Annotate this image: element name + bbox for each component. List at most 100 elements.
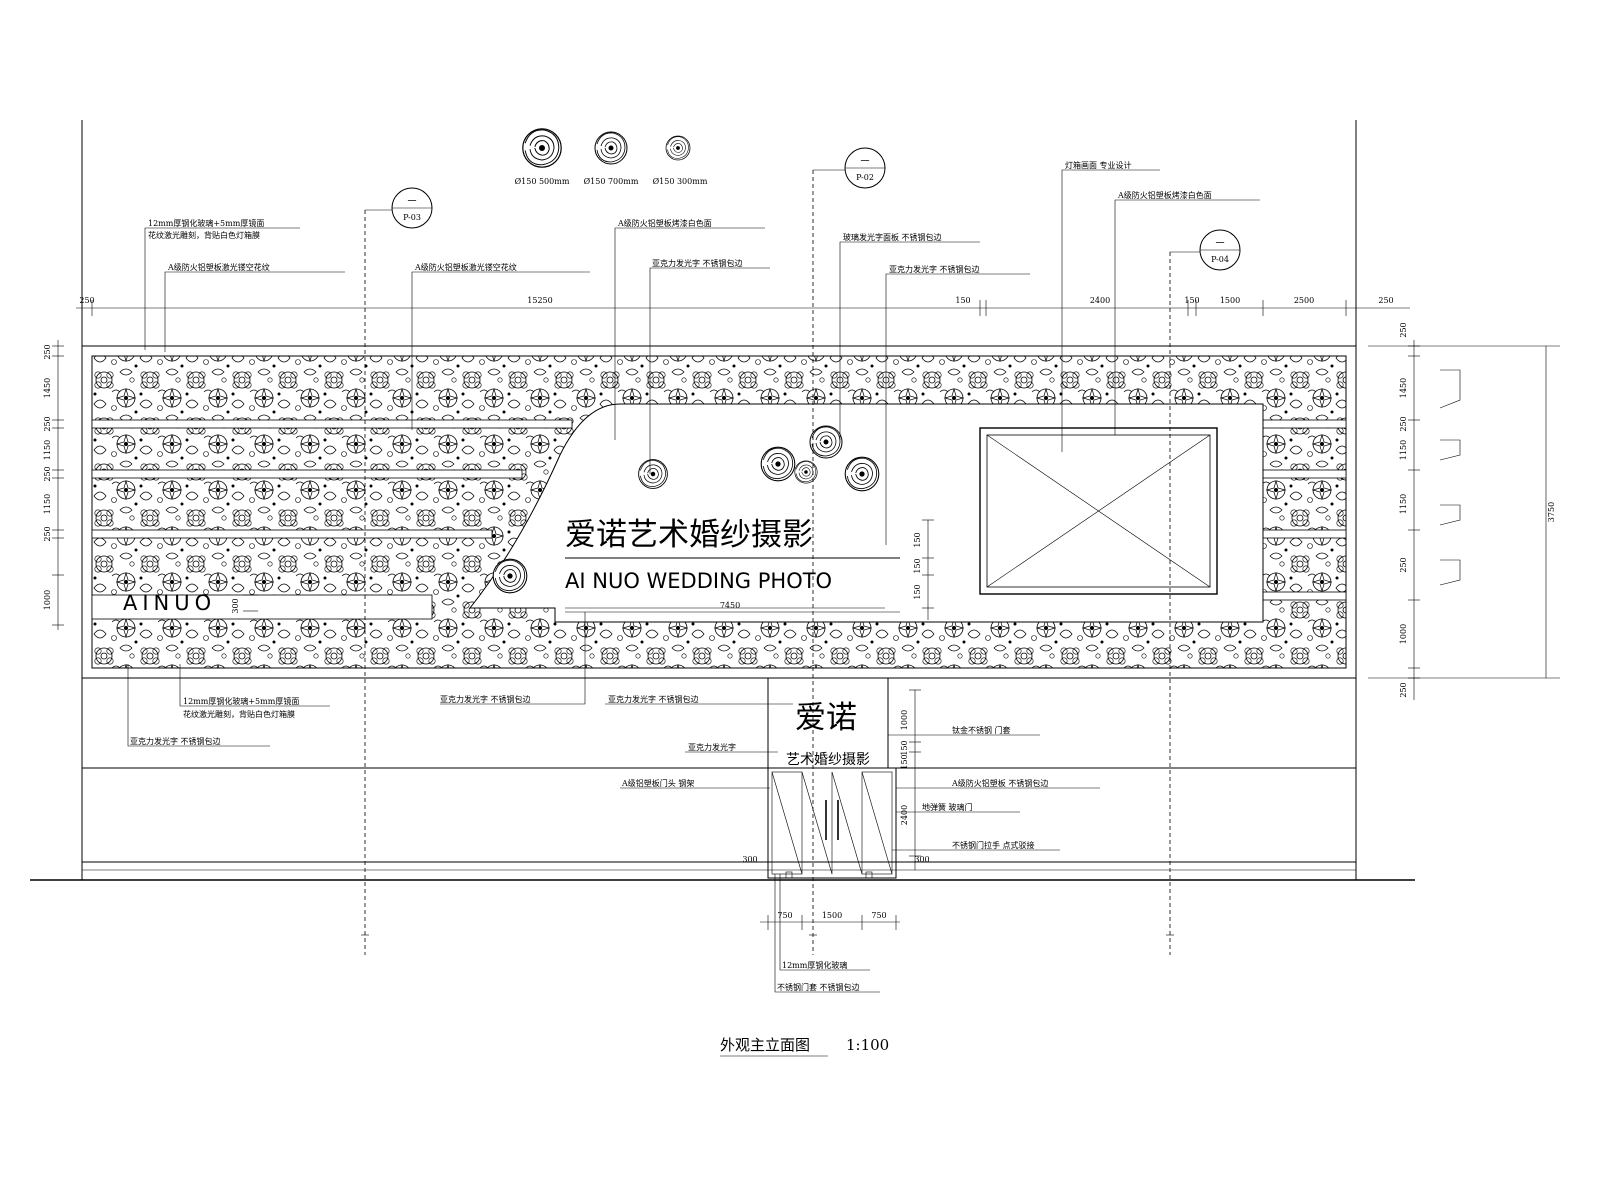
chinese-title: 爱诺艺术婚纱摄影 [565,517,813,553]
rose-icon [638,459,668,489]
flower-legend: Ø150 500mm Ø150 700mm Ø150 300mm [515,128,708,186]
right-dimension-chain: 3750 250 1450 250 1150 1150 250 1000 250 [1368,322,1560,700]
section-markers: 一 P-03 一 P-02 一 P-04 [361,147,1241,955]
rose-icon [760,446,796,482]
dimension-label: 1150 [1399,440,1408,460]
dimension-label: 15250 [527,296,552,305]
door-subtitle: 艺术婚纱摄影 [786,752,870,768]
bottom-dimension-chain: 750 1500 750 [760,911,900,930]
legend-label: Ø150 300mm [653,177,708,186]
dimension-label: 300 [231,598,240,613]
callout-text: 亚克力发光字 不锈钢包边 [652,258,743,268]
main-sign-text: 爱诺艺术婚纱摄影 AI NUO WEDDING PHOTO AINUO [123,517,900,615]
dimension-label: 3750 [1547,502,1556,522]
callout-text: A级防火铝塑板激光镂空花纹 [167,262,270,272]
dimension-label: 150 [955,296,970,305]
dimension-label: 250 [43,526,52,541]
door-brand: 爱诺 [795,700,857,736]
section-marker-number: 一 [1215,239,1224,249]
callout-leaders: 12mm厚钢化玻璃+5mm厚镜面 花纹激光雕刻，背贴白色灯箱膜 A级防火铝塑板激… [127,160,1260,993]
dimension-label: 750 [777,911,792,920]
callout-text: 花纹激光雕刻，背贴白色灯箱膜 [148,230,260,240]
callout-text: A级防火铝塑板 不锈钢包边 [951,778,1048,788]
callout-text: 花纹激光雕刻，背贴白色灯箱膜 [183,709,295,719]
dimension-label: 250 [1399,322,1408,337]
callout-text: 钛金不锈钢 门套 [952,725,1011,735]
dimension-label: 1450 [43,378,52,398]
dimension-label: 250 [1378,296,1393,305]
section-marker-number: 一 [407,197,416,207]
section-marker-sheet: P-03 [403,213,421,222]
dimension-label: 150 [913,584,922,599]
callout-text: 玻璃发光字面板 不锈钢包边 [843,232,942,242]
callout-text: A级防火铝塑板激光镂空花纹 [414,262,517,272]
callout-text: 不锈钢门套 不锈钢包边 [777,982,860,992]
dimension-label: 150 [900,740,909,755]
section-marker-number: 一 [860,157,869,167]
dimension-label: 150 [913,532,922,547]
rose-icon [794,460,818,484]
callout-text: 亚克力发光字 不锈钢包边 [440,694,531,704]
dimension-label: 1500 [1220,296,1240,305]
left-dimension-chain: 250 1450 250 1150 250 1150 250 1000 [43,340,64,630]
rose-icon [665,135,691,161]
dimension-label: 250 [43,416,52,431]
rose-icon [809,425,843,459]
door-dimensions: 1000 150 150 2400 300 300 [742,689,930,870]
dimension-label: 1000 [43,590,52,610]
legend-label: Ø150 500mm [515,177,570,186]
dimension-label: 150 [900,754,909,769]
section-marker-sheet: P-04 [1211,255,1229,264]
dimension-label: 1450 [1399,378,1408,398]
dimension-label: 250 [43,466,52,481]
dimension-label: 750 [871,911,886,920]
dimension-label: 1150 [43,494,52,514]
dimension-label: 300 [914,855,929,864]
top-dimension-chain: 250 15250 150 2400 150 1500 2500 250 [76,296,1410,316]
dimension-label: 1150 [43,440,52,460]
rose-icon [844,456,880,492]
dimension-label: 2500 [1294,296,1314,305]
sign-text-dimensions: 150 150 150 7450 300 [231,519,934,620]
dimension-label: 7450 [720,601,740,610]
dimension-label: 2400 [1090,296,1110,305]
callout-text: 亚克力发光字 不锈钢包边 [130,736,221,746]
dimension-label: 250 [79,296,94,305]
drawing-caption: 外观主立面图 1:100 [720,1036,889,1057]
dimension-label: 150 [913,558,922,573]
building-outline [30,120,1415,881]
callout-text: 灯箱画面 专业设计 [1065,160,1132,170]
entrance-door: 爱诺 艺术婚纱摄影 [767,678,897,879]
rose-icon [492,558,528,594]
dimension-label: 250 [1399,557,1408,572]
dimension-label: 300 [742,855,757,864]
rose-icon [594,131,628,165]
side-brand: AINUO [123,591,216,615]
caption-scale: 1:100 [846,1036,889,1054]
callout-text: 地弹簧 玻璃门 [922,802,973,812]
dimension-label: 150 [1184,296,1199,305]
callout-text: 12mm厚钢化玻璃 [782,960,847,970]
rose-icon [522,128,562,168]
callout-text: 亚克力发光字 不锈钢包边 [889,264,980,274]
dimension-label: 250 [1399,416,1408,431]
dimension-label: 2400 [900,805,909,825]
callout-text: 不锈钢门拉手 点式驳接 [952,840,1035,850]
caption-title: 外观主立面图 [720,1036,810,1054]
section-marker-sheet: P-02 [856,173,874,182]
callout-text: A级防火铝塑板烤漆白色面 [617,218,712,228]
dimension-label: 250 [43,344,52,359]
callout-text: A级铝塑板门头 钢架 [621,778,694,788]
dimension-label: 1000 [1399,624,1408,644]
legend-label: Ø150 700mm [584,177,639,186]
english-title: AI NUO WEDDING PHOTO [565,569,832,593]
callout-text: 12mm厚钢化玻璃+5mm厚镜面 [183,696,299,706]
callout-text: 亚克力发光字 不锈钢包边 [608,694,699,704]
floral-signboard [91,355,1347,669]
dimension-label: 1000 [900,710,909,730]
callout-text: 12mm厚钢化玻璃+5mm厚镜面 [148,218,264,228]
callout-text: A级防火铝塑板烤漆白色面 [1117,190,1212,200]
dimension-label: 1150 [1399,494,1408,514]
callout-text: 亚克力发光字 [688,742,736,752]
